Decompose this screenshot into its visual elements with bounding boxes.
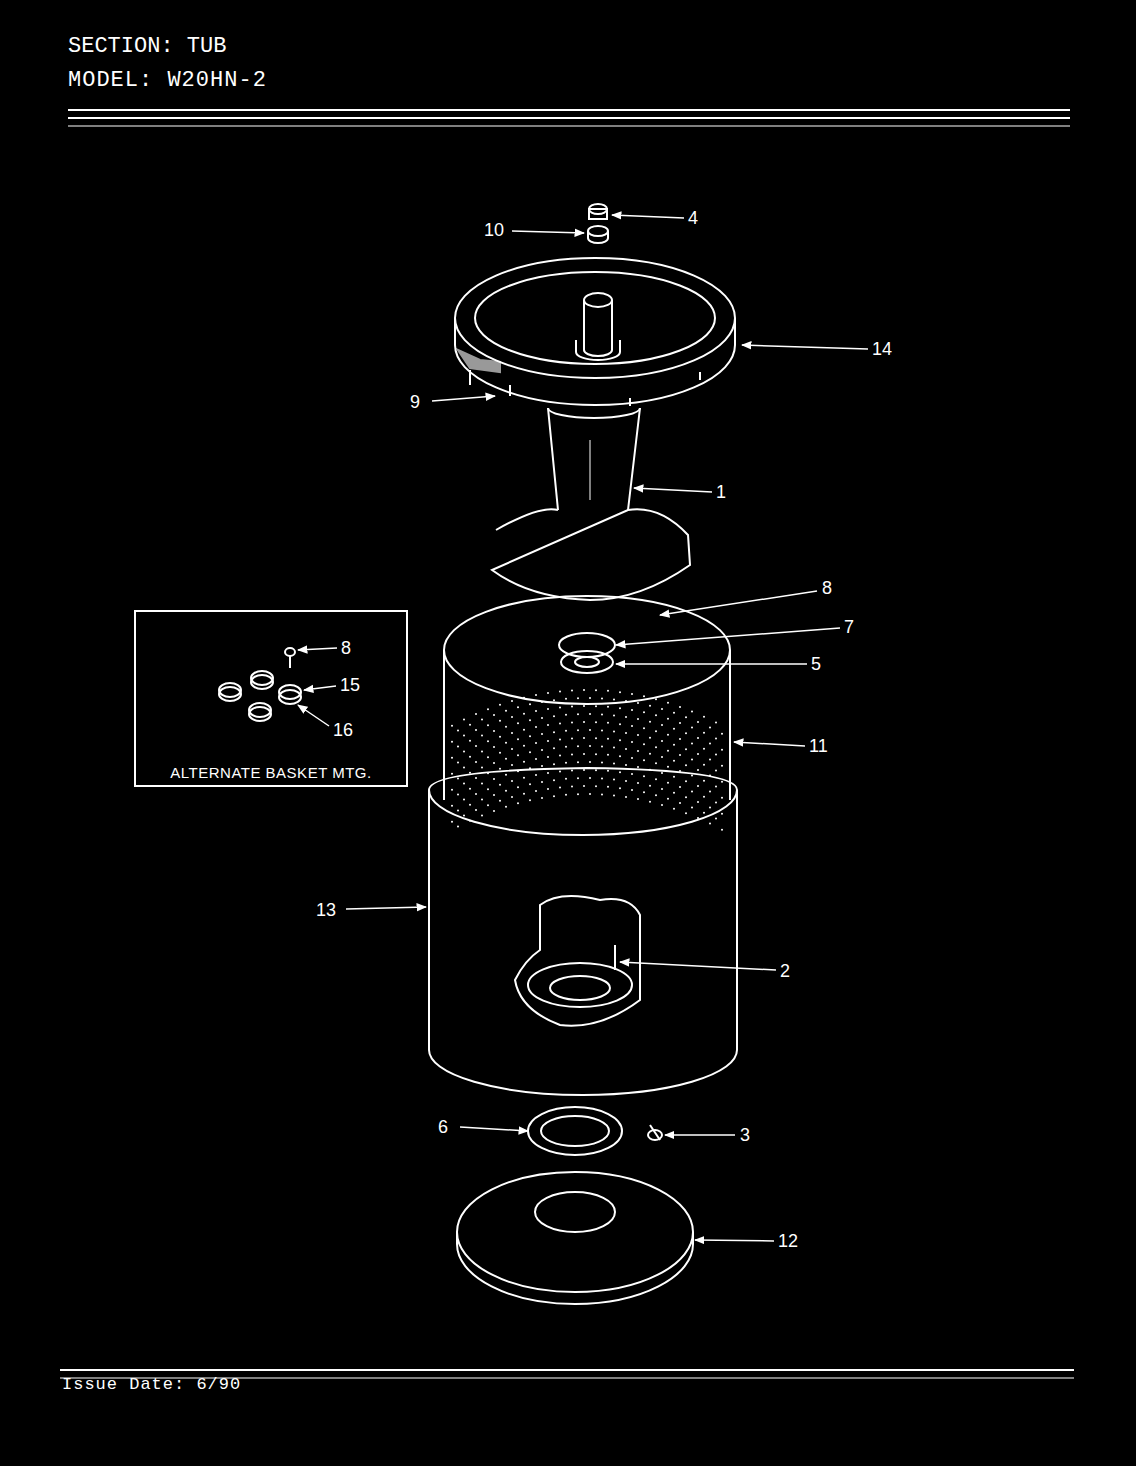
callout-number: 16: [333, 721, 353, 739]
callout-number: 5: [811, 655, 821, 673]
callout-number: 8: [822, 579, 832, 597]
callout-number: 12: [778, 1232, 798, 1250]
callout-number: 13: [316, 901, 336, 919]
callout-number: 4: [688, 209, 698, 227]
callout-number: 11: [809, 737, 828, 755]
callout-number: 6: [438, 1118, 448, 1136]
callout-number: 14: [872, 340, 892, 358]
callout-number: 7: [844, 618, 854, 636]
callout-number: 1: [716, 483, 726, 501]
inset-title: ALTERNATE BASKET MTG.: [136, 764, 406, 781]
issue-date: Issue Date: 6/90: [62, 1376, 241, 1393]
model-label: MODEL: W20HN-2: [68, 70, 267, 92]
section-title: SECTION: TUB: [68, 36, 226, 58]
callout-number: 8: [341, 639, 351, 657]
callout-number: 3: [740, 1126, 750, 1144]
callout-number: 15: [340, 676, 360, 694]
inset-box: ALTERNATE BASKET MTG.: [134, 610, 408, 787]
callout-number: 2: [780, 962, 790, 980]
callout-number: 9: [410, 393, 420, 411]
callout-number: 10: [484, 221, 504, 239]
